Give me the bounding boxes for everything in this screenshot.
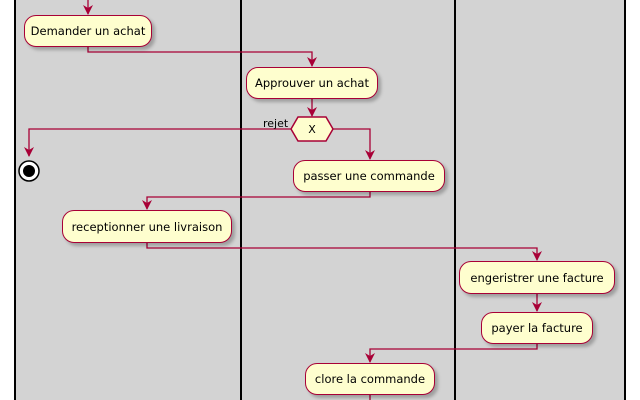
activity-label: Approuver un achat (255, 76, 369, 90)
activity-label: Demander un achat (30, 24, 146, 38)
activity-label: clore la commande (314, 372, 426, 386)
activity-payer-la-facture: payer la facture (481, 312, 593, 344)
decision-label: X (308, 123, 316, 136)
flow-arrow (87, 47, 317, 67)
rejet-branch-label: rejet (263, 117, 289, 130)
flow-arrow (365, 344, 538, 363)
swimlane-1 (14, 0, 242, 400)
swimlane-2 (242, 0, 456, 400)
activity-passer-une-commande: passer une commande (293, 160, 445, 192)
flow-arrow (142, 192, 371, 210)
activity-label: passer une commande (303, 169, 435, 183)
activity-approuver-un-achat: Approuver un achat (246, 67, 378, 99)
flow-arrow (333, 128, 375, 160)
flow-arrow-rejet (24, 128, 291, 157)
activity-engeristrer-une-facture: engeristrer une facture (459, 261, 615, 294)
activity-label: engeristrer une facture (470, 270, 604, 285)
activity-clore-la-commande: clore la commande (305, 363, 435, 395)
activity-demander-un-achat: Demander un achat (24, 15, 152, 47)
activity-label: payer la facture (491, 321, 583, 335)
stop-node (18, 160, 40, 182)
decision-diamond (290, 116, 334, 142)
activity-label: receptionner une livraison (71, 219, 223, 234)
activity-receptionner-une-livraison: receptionner une livraison (62, 210, 232, 243)
flow-arrow (146, 243, 542, 261)
